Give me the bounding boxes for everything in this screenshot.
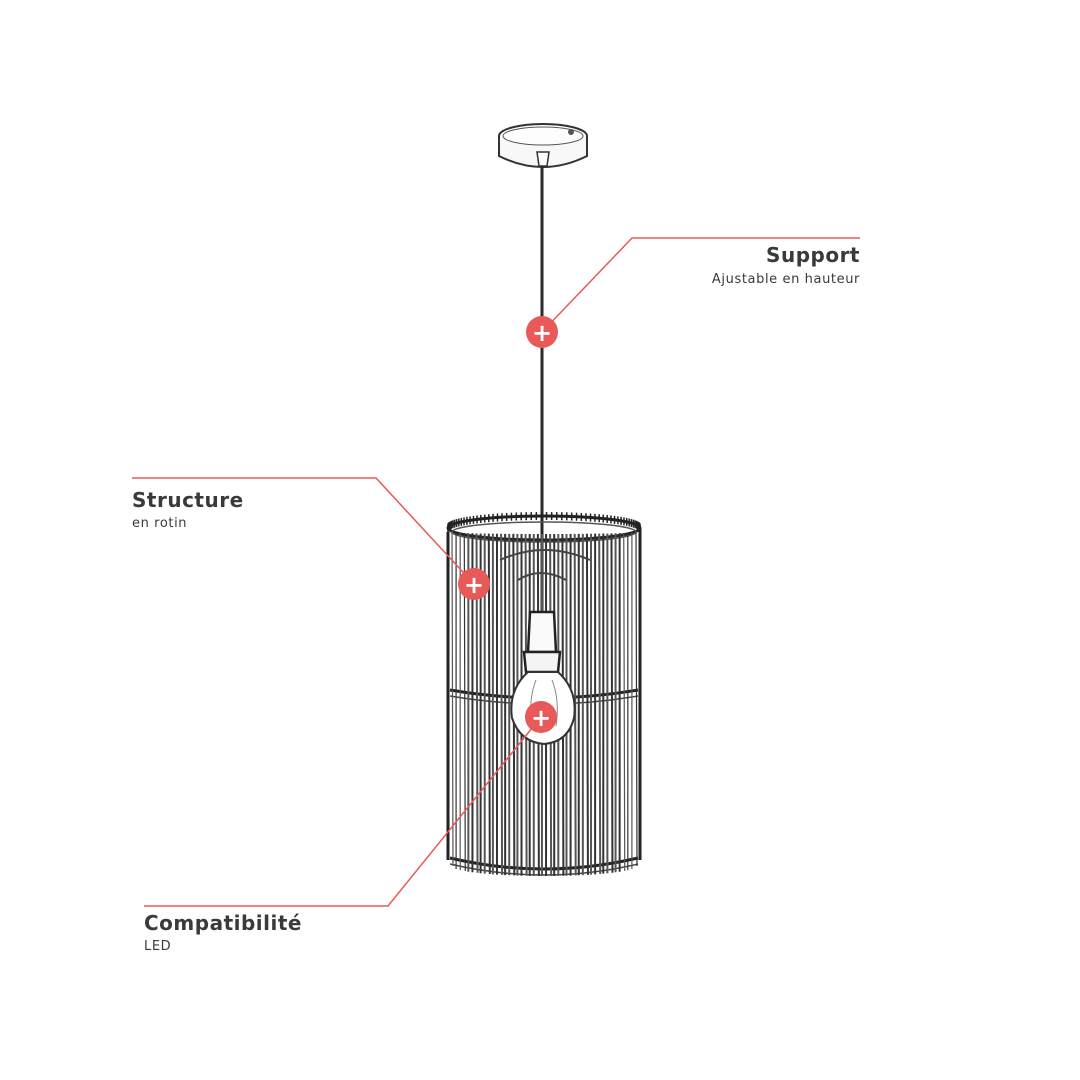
- rattan-slat: [598, 533, 602, 875]
- hotspot-structure[interactable]: +: [458, 568, 490, 600]
- leader-line-structure: [132, 477, 475, 585]
- callout-support-subtitle: Ajustable en hauteur: [711, 272, 860, 287]
- callout-structure-title: Structure: [132, 488, 244, 512]
- rattan-slat: [500, 533, 504, 875]
- leader-lines: [132, 237, 860, 907]
- leader-line-support: [541, 237, 860, 333]
- ceiling-canopy: [498, 123, 588, 168]
- plus-icon: +: [531, 704, 551, 732]
- plus-icon: +: [464, 571, 484, 599]
- rattan-slat: [635, 531, 638, 867]
- callout-compatibility-title: Compatibilité: [144, 911, 302, 935]
- rattan-slat: [585, 533, 589, 875]
- hotspot-compatibility[interactable]: +: [525, 701, 557, 733]
- leader-line-compatibility: [144, 716, 542, 907]
- hotspot-support[interactable]: +: [526, 316, 558, 348]
- rattan-slat: [623, 532, 626, 871]
- bulb-socket: [499, 549, 591, 674]
- rattan-slat: [487, 533, 491, 875]
- rattan-slat: [610, 533, 614, 873]
- plus-icon: +: [532, 319, 552, 347]
- rattan-shade: [446, 512, 642, 876]
- callout-structure-subtitle: en rotin: [132, 516, 188, 531]
- rattan-slat: [451, 531, 454, 867]
- callout-compatibility-subtitle: LED: [144, 939, 172, 954]
- callout-support-title: Support: [766, 243, 860, 267]
